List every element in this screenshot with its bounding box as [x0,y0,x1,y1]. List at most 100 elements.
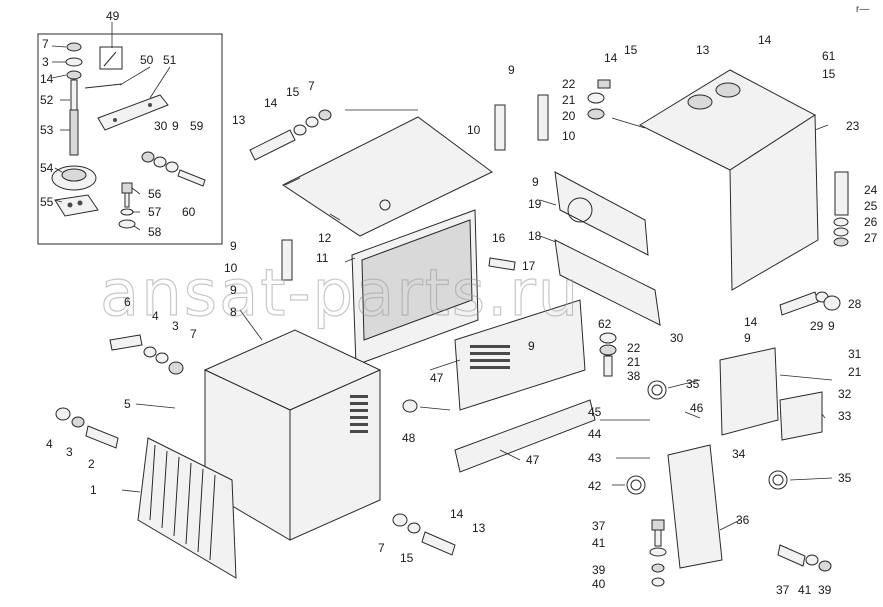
mount-bracket-assembly [667,347,823,569]
part-labels: 49 7 3 14 52 53 54 55 50 51 30 9 59 60 5… [40,9,878,597]
rear-side-panels [554,171,661,326]
part-label-14: 14 [450,507,464,521]
part-label-41: 41 [592,536,606,550]
watermark-text: ansat-parts.ru [100,257,580,331]
part-label-25: 25 [864,199,878,213]
part-label-9: 9 [172,119,179,133]
top-lid-panel [282,116,493,237]
part-label-22: 22 [562,77,576,91]
part-label-9: 9 [230,283,237,297]
part-label-54: 54 [40,161,54,175]
left-cabinet-body [203,329,382,541]
part-label-44: 44 [588,427,602,441]
part-label-11: 11 [316,251,329,265]
grille-bars [149,444,216,561]
part-label-52: 52 [40,93,54,107]
part-label-20: 20 [562,109,576,123]
part-label-13: 13 [696,43,710,57]
part-label-7: 7 [42,37,49,51]
part-label-16: 16 [492,231,506,245]
part-label-24: 24 [864,183,878,197]
part-label-26: 26 [864,215,878,229]
part-label-41: 41 [798,583,812,597]
clip-pin [84,46,123,89]
part-label-30: 30 [154,119,168,133]
part-label-58: 58 [148,225,162,239]
part-label-55: 55 [40,195,54,209]
part-label-38: 38 [627,369,641,383]
bottom-rail [454,399,596,473]
part-label-15: 15 [822,67,836,81]
part-label-23: 23 [846,119,860,133]
part-label-12: 12 [318,231,332,245]
part-label-4: 4 [46,437,53,451]
part-label-62: 62 [598,317,612,331]
part-label-10: 10 [562,129,576,143]
part-label-37: 37 [592,519,606,533]
part-label-39: 39 [818,583,832,597]
part-label-39: 39 [592,563,606,577]
part-label-56: 56 [148,187,162,201]
part-label-13: 13 [232,113,246,127]
mount-block [54,194,99,217]
inset-nut-stack [65,42,83,80]
part-label-1: 1 [90,483,97,497]
part-label-36: 36 [736,513,750,527]
part-label-4: 4 [152,309,159,323]
part-label-6: 6 [124,295,131,309]
part-label-9: 9 [532,175,539,189]
part-label-48: 48 [402,431,416,445]
part-label-9: 9 [744,331,751,345]
cabinet-vent-slots [350,395,368,433]
part-label-61: 61 [822,49,836,63]
part-label-34: 34 [732,447,746,461]
part-label-45: 45 [588,405,602,419]
part-label-14: 14 [758,33,772,47]
leader-lines [51,22,833,531]
part-label-14: 14 [40,72,54,86]
part-label-15: 15 [624,43,638,57]
part-label-9: 9 [508,63,515,77]
tank-body [638,69,819,291]
part-label-40: 40 [592,577,606,591]
part-label-30: 30 [670,331,684,345]
part-label-21: 21 [562,93,576,107]
part-label-17: 17 [522,259,536,273]
side-vent-panel [454,299,586,411]
part-label-18: 18 [528,229,542,243]
part-label-59: 59 [190,119,204,133]
part-label-35: 35 [838,471,852,485]
part-label-9: 9 [230,239,237,253]
part-label-47: 47 [526,453,540,467]
part-label-9: 9 [528,339,535,353]
part-label-57: 57 [148,205,162,219]
part-label-21: 21 [627,355,641,369]
part-label-49: 49 [106,9,120,23]
part-label-19: 19 [528,197,542,211]
part-label-60: 60 [182,205,196,219]
bolt-washer-stack [118,182,136,229]
part-label-53: 53 [40,123,54,137]
lower-bolt-stack [649,519,667,587]
front-radiator-grille [137,437,237,579]
part-label-29: 29 [810,319,824,333]
corner-mark: r— [856,4,869,15]
part-label-28: 28 [848,297,862,311]
part-label-3: 3 [66,445,73,459]
part-label-10: 10 [224,261,238,275]
inset-detail-box [37,33,223,245]
part-label-9: 9 [828,319,835,333]
louvered-grille-panel [351,209,479,366]
part-label-7: 7 [378,541,385,555]
part-label-10: 10 [467,123,481,137]
plate-bracket [97,94,169,131]
part-label-31: 31 [848,347,862,361]
part-label-35: 35 [686,377,700,391]
part-label-14: 14 [604,51,618,65]
coil-springs [626,380,788,495]
part-label-3: 3 [42,55,49,69]
part-label-2: 2 [88,457,95,471]
part-label-15: 15 [400,551,414,565]
long-bolt [69,79,79,156]
hinges [281,79,617,377]
